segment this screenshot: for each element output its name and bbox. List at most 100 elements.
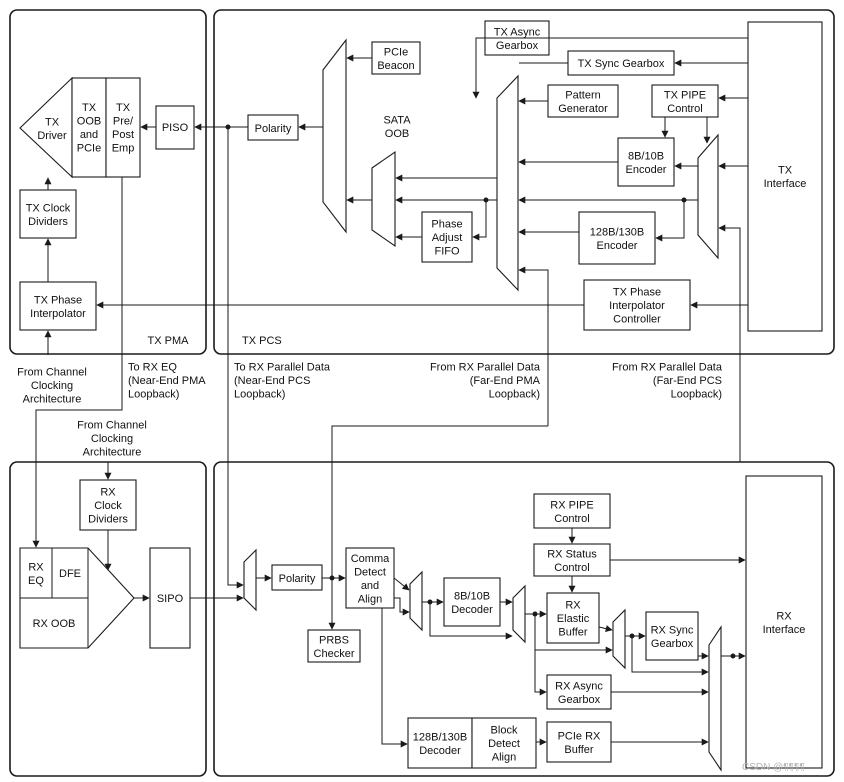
- rx-wires: [104, 425, 746, 748]
- tx-input-mux: [697, 133, 719, 260]
- tx-sync-gearbox-block: [567, 50, 675, 76]
- label-line: RX Sync: [651, 624, 694, 636]
- label-line: (Far-End PMA: [470, 375, 541, 387]
- label-line: 8B/10B: [628, 150, 664, 162]
- label-line: and: [80, 129, 98, 141]
- label-line: Elastic: [557, 613, 590, 625]
- tx-phase-interp-controller-block: [583, 279, 691, 331]
- tx-pipe-control-block: [651, 84, 719, 118]
- sipo-label: SIPO: [157, 593, 184, 605]
- label-line: (Far-End PCS: [653, 375, 722, 387]
- label-line: TX: [778, 164, 793, 176]
- tx-wires: [32, 37, 748, 589]
- label-line: and: [361, 580, 379, 592]
- label-line: Driver: [37, 130, 67, 142]
- label-line: (Near-End PCS: [234, 375, 310, 387]
- encoder-128b130b-label: 128B/130B Encoder: [590, 226, 644, 252]
- encoder-8b10b-block: [617, 137, 675, 187]
- label-line: RX: [776, 610, 792, 622]
- label-line: Polarity: [279, 573, 316, 585]
- label-line: To RX Parallel Data: [234, 362, 331, 374]
- label-line: TX Phase: [34, 294, 82, 306]
- label-line: Clocking: [91, 433, 133, 445]
- label-line: RX OOB: [33, 618, 76, 630]
- rx-pipe-control-label: RX PIPE Control: [550, 499, 593, 525]
- label-line: Adjust: [432, 232, 463, 244]
- label-line: From Channel: [77, 420, 147, 432]
- label-line: TX: [45, 116, 60, 128]
- rx-sync-gearbox-block: [645, 611, 699, 661]
- rx-elastic-mux: [612, 608, 626, 670]
- label-line: Phase: [431, 219, 462, 231]
- label-line: PCIe RX: [558, 730, 601, 742]
- label-line: 128B/130B: [590, 226, 644, 238]
- label-line: RX: [565, 600, 581, 612]
- label-line: Align: [492, 752, 516, 764]
- label-line: RX: [100, 487, 116, 499]
- label-line: Checker: [314, 648, 355, 660]
- label-line: RX Async: [555, 680, 603, 692]
- label-line: Architecture: [83, 447, 142, 459]
- label-line: Clock: [94, 500, 122, 512]
- label-line: Align: [358, 593, 382, 605]
- label-line: TX PMA: [148, 335, 190, 347]
- tx-preemp-block: [105, 77, 141, 178]
- label-line: Decoder: [419, 745, 461, 757]
- tx-pcs-title: TX PCS: [242, 335, 282, 347]
- label-line: RX PIPE: [550, 499, 593, 511]
- label-line: Buffer: [564, 744, 593, 756]
- label-line: Control: [554, 513, 589, 525]
- rx-decoder-mux: [512, 584, 526, 644]
- decoder-128b130b-block: [407, 717, 473, 769]
- label-line: TX Sync Gearbox: [578, 58, 665, 70]
- tx-driver-label: TX Driver: [37, 116, 67, 142]
- label-line: To RX EQ: [128, 362, 177, 374]
- label-line: From RX Parallel Data: [430, 362, 541, 374]
- label-line: PCIe: [77, 142, 101, 154]
- label-line: Gearbox: [651, 638, 694, 650]
- tx-clock-dividers-block: [19, 189, 77, 239]
- label-line: TX Clock: [26, 202, 71, 214]
- label-line: Interpolator: [609, 300, 665, 312]
- label-line: Clocking: [31, 380, 73, 392]
- label-line: 128B/130B: [413, 731, 467, 743]
- label-line: Interpolator: [30, 308, 86, 320]
- label-line: Encoder: [597, 240, 638, 252]
- label-line: Detect: [354, 566, 386, 578]
- label-line: TX: [116, 102, 131, 114]
- block-detect-align-block: [471, 717, 537, 769]
- label-line: Polarity: [255, 123, 292, 135]
- label-line: From RX Parallel Data: [612, 362, 723, 374]
- label-line: Decoder: [451, 604, 493, 616]
- phase-adjust-fifo-block: [421, 211, 473, 263]
- label-line: SIPO: [157, 593, 184, 605]
- rx-interface-block: [745, 475, 823, 769]
- rx-elastic-buffer-block: [546, 592, 600, 644]
- watermark: CSDN @¶¶¶¶: [742, 762, 805, 773]
- rx-oob-label: RX OOB: [33, 618, 76, 630]
- label-line: Generator: [558, 103, 608, 115]
- label-line: Control: [554, 562, 589, 574]
- tx-datapath-mux: [496, 74, 519, 292]
- decoder-128b130b-label: 128B/130B Decoder: [413, 731, 467, 757]
- pattern-generator-block: [547, 84, 619, 118]
- label-line: Loopback): [671, 389, 722, 401]
- rx-loopback-mux: [243, 548, 257, 612]
- prbs-checker-block: [307, 629, 361, 663]
